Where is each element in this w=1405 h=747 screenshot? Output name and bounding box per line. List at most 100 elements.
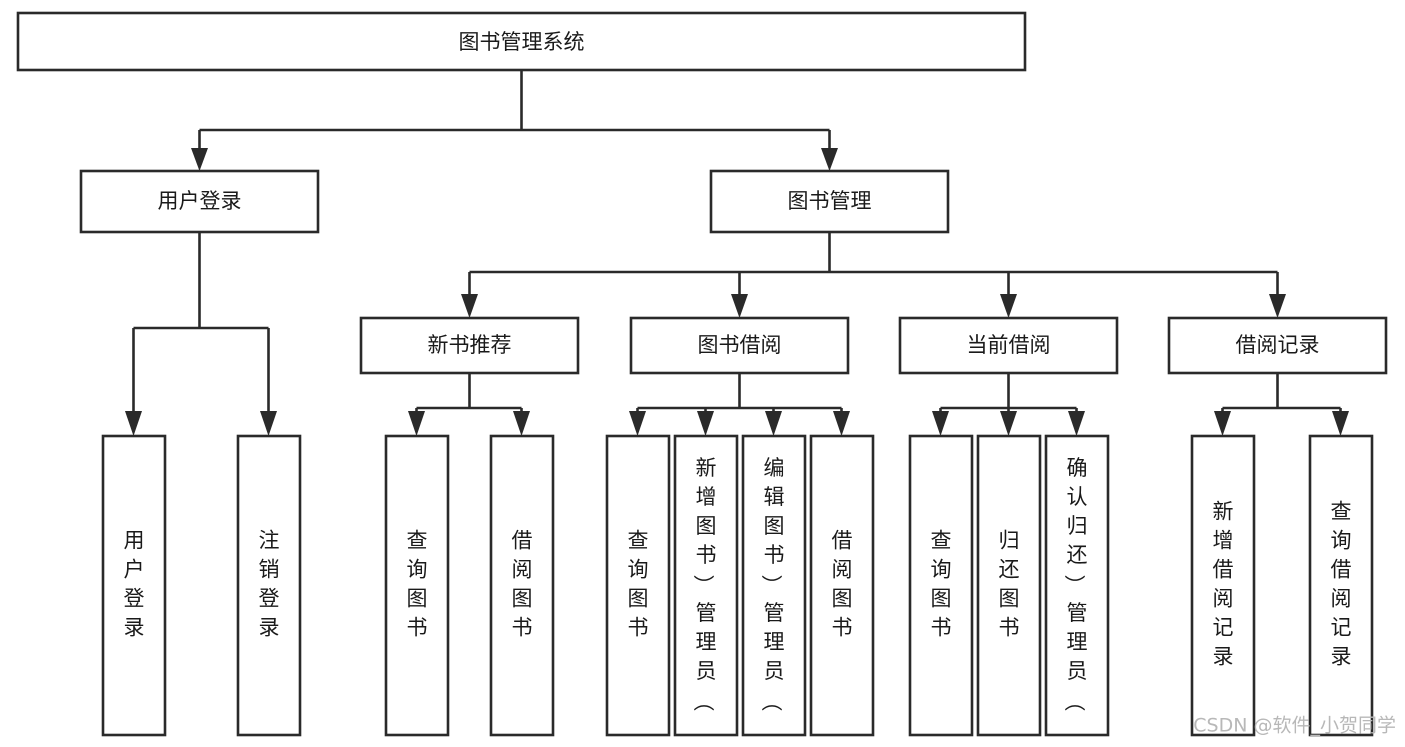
node-user-login-label: 用户登录 <box>158 189 242 213</box>
node-user-login[interactable]: 用户登录 <box>79 169 320 234</box>
node-new-book-recommend-box[interactable] <box>359 316 580 375</box>
leaf-label-char: 查 <box>1331 500 1352 524</box>
node-book-borrow[interactable]: 图书借阅 <box>629 316 850 375</box>
arrow-root-to-user-login <box>191 148 208 171</box>
leaf-label-char: 阅 <box>1213 587 1234 611</box>
arrow-userlogin-leaf-2 <box>260 411 277 436</box>
node-root-label: 图书管理系统 <box>459 30 585 54</box>
leaf-label-char: 新 <box>696 456 717 480</box>
leaf-label-char: 增 <box>696 485 717 509</box>
leaf-label-char: 阅 <box>1331 587 1352 611</box>
leaf-label-char: （ <box>761 575 785 596</box>
leaf-current-borrow-query-box[interactable] <box>908 434 974 737</box>
node-current-borrow-box[interactable] <box>898 316 1119 375</box>
leaf-label-char: 图 <box>832 587 853 611</box>
leaf-label-char: 理 <box>764 630 785 654</box>
leaf-label-char: 理 <box>696 630 717 654</box>
node-new-book-recommend[interactable]: 新书推荐 <box>359 316 580 375</box>
node-root[interactable]: 图书管理系统 <box>16 11 1027 72</box>
leaf-label-char: 管 <box>696 601 717 625</box>
leaf-user-login-login[interactable]: 用户登录 <box>101 434 167 737</box>
leaf-label-char: 借 <box>1213 558 1234 582</box>
leaf-label-char: 图 <box>407 587 428 611</box>
leaf-label-char: 录 <box>1331 645 1352 669</box>
leaf-user-login-login-box[interactable] <box>101 434 167 737</box>
node-book-borrow-box[interactable] <box>629 316 850 375</box>
leaf-user-login-logout-box[interactable] <box>236 434 302 737</box>
leaf-label-char: 员 <box>696 659 717 683</box>
node-book-management[interactable]: 图书管理 <box>709 169 950 234</box>
leaf-label-char: 还 <box>1067 543 1088 567</box>
leaf-label-char: 管 <box>1067 601 1088 625</box>
leaf-label-char: 书 <box>764 543 785 567</box>
leaf-new-book-borrow-box[interactable] <box>489 434 555 737</box>
arrow-bookmgmt-to-new-book <box>461 294 478 318</box>
node-user-login-box[interactable] <box>79 169 320 234</box>
leaf-book-borrow-add-box[interactable] <box>673 434 739 737</box>
leaf-new-book-query-box[interactable] <box>384 434 450 737</box>
leaf-label-char: 书 <box>407 616 428 640</box>
leaf-current-borrow-confirm-box[interactable] <box>1044 434 1110 737</box>
leaf-label-char: 询 <box>1331 529 1352 553</box>
leaf-label-char: 录 <box>259 616 280 640</box>
arrow-bookmgmt-to-book-borrow <box>731 294 748 318</box>
leaf-label-char: 阅 <box>512 558 533 582</box>
leaf-label-char: 图 <box>628 587 649 611</box>
connector-layer <box>125 70 1349 436</box>
leaf-current-borrow-return-box[interactable] <box>976 434 1042 737</box>
node-root-box[interactable] <box>16 11 1027 72</box>
leaf-label-char: ） <box>761 691 785 712</box>
leaf-label-char: 录 <box>1213 645 1234 669</box>
leaf-label-char: 记 <box>1331 616 1352 640</box>
leaf-label-char: 辑 <box>764 485 785 509</box>
leaf-label-char: 管 <box>764 601 785 625</box>
leaf-borrow-record-add-box[interactable] <box>1190 434 1256 737</box>
leaf-book-borrow-borrow-box[interactable] <box>809 434 875 737</box>
leaf-label-char: 书 <box>512 616 533 640</box>
arrow-bookmgmt-to-borrow-record <box>1269 294 1286 318</box>
leaf-label-char: 询 <box>931 558 952 582</box>
node-book-management-box[interactable] <box>709 169 950 234</box>
node-borrow-record-box[interactable] <box>1167 316 1388 375</box>
leaf-borrow-record-query-box[interactable] <box>1308 434 1374 737</box>
leaf-user-login-login-label: 用户登录 <box>124 529 145 640</box>
node-new-book-recommend-label: 新书推荐 <box>428 333 512 357</box>
arrow-root-to-book-mgmt <box>821 148 838 171</box>
leaf-book-borrow-edit-box[interactable] <box>741 434 807 737</box>
arrow-bookborrow-leaf-3 <box>765 411 782 436</box>
node-current-borrow-label: 当前借阅 <box>967 333 1051 357</box>
leaf-book-borrow-query-box[interactable] <box>605 434 671 737</box>
leaf-label-char: 书 <box>999 616 1020 640</box>
leaf-label-char: 书 <box>832 616 853 640</box>
leaf-label-char: 图 <box>931 587 952 611</box>
arrow-currentborrow-leaf-2 <box>1000 411 1017 436</box>
leaf-label-char: 图 <box>999 587 1020 611</box>
node-current-borrow[interactable]: 当前借阅 <box>898 316 1119 375</box>
node-borrow-record[interactable]: 借阅记录 <box>1167 316 1388 375</box>
leaf-label-char: 注 <box>259 529 280 553</box>
leaf-label-char: 归 <box>999 529 1020 553</box>
leaf-label-char: 员 <box>764 659 785 683</box>
